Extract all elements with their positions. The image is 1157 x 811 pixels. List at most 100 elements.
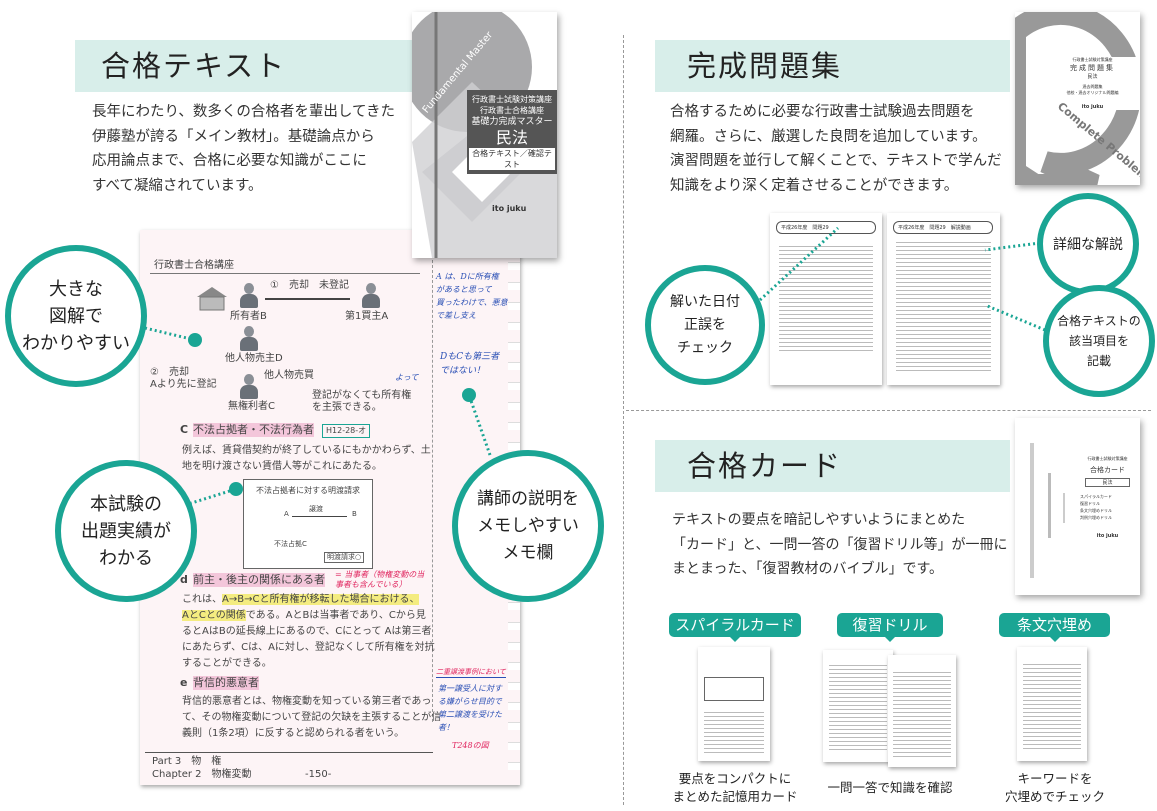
section-d-note: = 当事者（物権変動の当事者も含んでいる） [335, 570, 425, 589]
cover-bar [1030, 443, 1034, 578]
diagram-note: 登記がなくても所有権 を主張できる。 [312, 390, 412, 413]
text-description: 長年にわたり、数多くの合格者を輩出してきた 伊藤塾が誇る「メイン教材」。基礎論点… [92, 104, 396, 194]
cover-subject: 民法 [495, 128, 528, 147]
diagram-step2: ② 売却 Aより先に登記 [150, 367, 217, 390]
text-lines [1022, 661, 1082, 751]
drill-page-back [823, 650, 893, 762]
caption-spiral-card: 要点をコンパクトに まとめた記憶用カード [672, 771, 798, 804]
house-icon [197, 287, 227, 311]
section-d-mark: d [180, 573, 188, 586]
diagram-step1: ① 売却 未登記 [270, 280, 349, 291]
section-e-body: 背信的悪意者とは、物権変動を知っている第三者であっ て、その物権変動について登記… [182, 696, 442, 739]
callout-date-check: 解いた日付 正誤を チェック [645, 265, 765, 385]
callout-memo: 講師の説明を メモしやすい メモ欄 [452, 450, 604, 602]
highlight: AとCとの関係 [182, 610, 246, 621]
section-e-mark: e [180, 676, 188, 689]
footer-rule [145, 752, 433, 753]
person-icon [362, 283, 380, 308]
section-title-problems: 完成問題集 [655, 40, 1010, 92]
section-e-heading: 背信的悪意者 [193, 676, 259, 690]
cover-sub2: 他校・過去オリジナル問題編 [1066, 90, 1119, 95]
answer-head: 平成26年度 問題29 解説動画 [893, 221, 993, 234]
text-lines [828, 662, 888, 752]
cover-text: 行政書士試験対策講座 合格カード 民法 スパイラルカード 復習ドリル 条文穴埋め… [1080, 456, 1135, 539]
memo-red: 二重譲渡事例において [436, 668, 506, 678]
body-text: これは、 [182, 594, 222, 605]
text-lines [896, 239, 991, 374]
memo-mid: DもCも第三者 ではない！ [440, 352, 500, 376]
cover-item: 復習ドリル [1080, 501, 1100, 506]
cover-name: 完成問題集 [1070, 64, 1115, 72]
section-title-text: 合格テキスト [75, 40, 420, 92]
cover-bar [1048, 473, 1051, 538]
drill-page-front [888, 655, 956, 767]
figure-transfer: 譲渡 [309, 505, 323, 513]
text-lines [778, 243, 874, 353]
cover-text: 行政書士試験対策講座 完成問題集 民法 過去問題集 他校・過去オリジナル問題編 … [1045, 57, 1140, 110]
cover-name: 基礎力完成マスター [471, 117, 553, 127]
page-header: 行政書士合格講座 [154, 260, 234, 271]
section-c-mark: C [180, 423, 189, 436]
figure-b: B [352, 510, 357, 518]
connector-dot [229, 482, 243, 496]
section-d-body: これは、A→B→Cと所有権が移転した場合における、 AとCとの関係である。AとBは… [182, 592, 435, 672]
memo-top: A は、Dに所有権 があると思って 買ったわけで、悪意 で差し支え [436, 272, 508, 320]
cover-band: 合格テキスト／確認テスト [469, 148, 555, 170]
cover-subject: 民法 [1087, 74, 1098, 80]
cover-bar [1063, 493, 1065, 523]
diagram-buyer1: 第1買主A [345, 311, 389, 322]
section-d-heading: 前主・後主の関係にある者 [193, 573, 325, 587]
diagram-nonright: 無権利者C [228, 401, 275, 412]
figure-a: A [284, 510, 289, 518]
connector-dot [462, 388, 476, 402]
callout-text-reference: 合格テキストの 該当項目を 記載 [1043, 285, 1155, 397]
section-title-cards: 合格カード [655, 440, 1010, 492]
cover-top: 行政書士試験対策講座 [472, 95, 552, 104]
diagram-seller: 他人物売主D [225, 353, 283, 364]
cover-subject: 民法 [1085, 478, 1130, 487]
figure-claim: 明渡請求○ [324, 552, 365, 563]
label-spiral-card: スパイラルカード [669, 613, 801, 642]
cover-item: スパイラルカード [1080, 494, 1112, 499]
cover-subtitle: 行政書士合格講座 [480, 106, 544, 115]
memo-arrow: よって [395, 373, 419, 382]
figure-occupant: 不法占拠C [274, 540, 307, 548]
figure-title: 不法占拠者に対する明渡請求 [256, 486, 360, 495]
arrow [265, 298, 350, 300]
cover-brand: ito juku [1081, 104, 1104, 110]
section-c-ref: H12-28-オ [322, 424, 371, 438]
memo-pink: T248の図 [452, 741, 489, 750]
cover-brand: ito juku [492, 204, 527, 213]
text-book-cover: Fundamental Master 行政書士試験対策講座 行政書士合格講座 基… [412, 12, 557, 258]
person-icon [240, 283, 258, 308]
text-lines [893, 669, 951, 759]
cover-name: 合格カード [1090, 466, 1125, 474]
cover-sub1: 過去問題集 [1082, 84, 1103, 89]
body-text: である。AとBは当事者であり、Cから見 るとAはBの延長線上にあるので、Cにとっ… [182, 610, 435, 669]
vertical-divider [623, 35, 624, 805]
cover-item: 判例穴埋めドリル [1080, 515, 1112, 520]
highlight: A→B→Cと所有権が移転した場合における、 [222, 594, 420, 605]
problem-page-left: 平成26年度 問題29 [770, 213, 882, 385]
callout-diagram: 大きな 図解で わかりやすい [5, 245, 147, 387]
cover-top: 行政書士試験対策講座 [1072, 57, 1113, 62]
section-c-body: 例えば、賃貸借契約が終了しているにもかかわらず、土 地を明け渡さない賃借人等がこ… [182, 445, 431, 472]
diagram-owner: 所有者B [230, 311, 267, 322]
person-icon [240, 326, 258, 351]
text-lines [703, 709, 765, 754]
problem-head: 平成26年度 問題29 [776, 221, 876, 234]
card-box [704, 677, 764, 701]
horizontal-divider [626, 410, 1151, 411]
cover-top: 行政書士試験対策講座 [1087, 456, 1128, 461]
label-review-drill: 復習ドリル [837, 613, 943, 642]
figure-arrow [292, 516, 347, 517]
cover-item: 条文穴埋めドリル [1080, 508, 1112, 513]
problems-description: 合格するために必要な行政書士試験過去問題を 網羅。さらに、厳選した良問を追加して… [670, 104, 1002, 194]
person-icon [240, 374, 258, 399]
connector-dot [188, 333, 202, 347]
memo-blue: 第一譲受人に対する嫌がらせ目的で第二譲渡を受けた者！ [438, 684, 502, 732]
callout-exam-history: 本試験の 出題実績が わかる [55, 460, 197, 602]
problem-page-right: 平成26年度 問題29 解説動画 [887, 213, 1000, 385]
diagram-buy: 他人物売買 [264, 370, 314, 381]
